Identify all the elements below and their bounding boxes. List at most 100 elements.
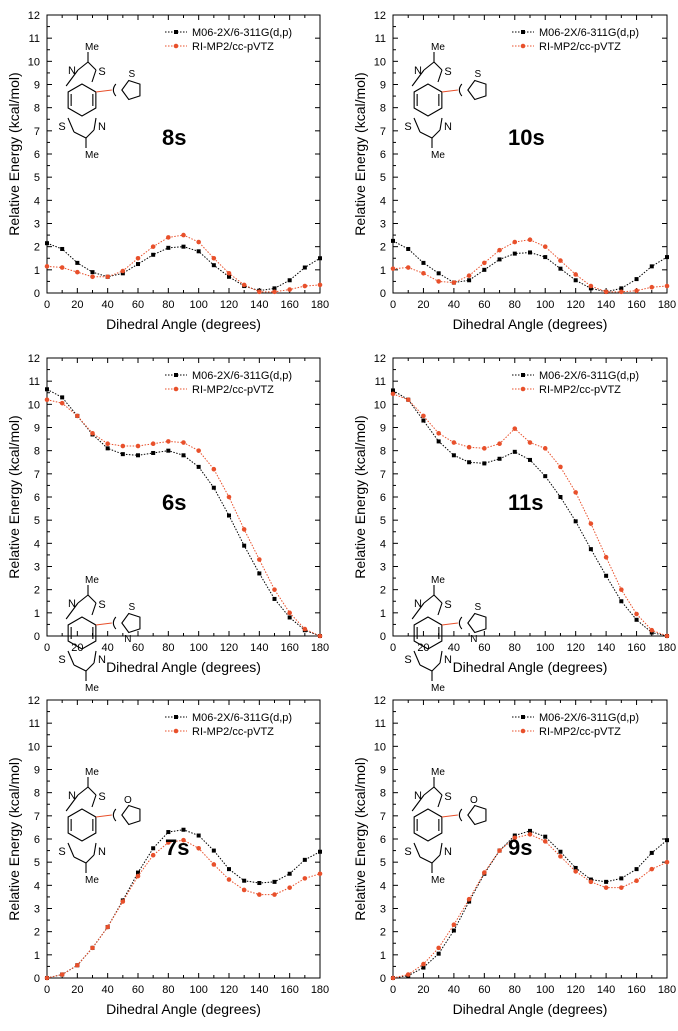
- data-point-mp2: [573, 869, 578, 874]
- data-point-m06: [211, 485, 216, 490]
- x-tick-label: 60: [478, 984, 490, 996]
- data-point-mp2: [196, 448, 201, 453]
- x-tick-label: 160: [280, 299, 298, 311]
- data-point-m06: [482, 461, 487, 466]
- data-point-m06: [543, 834, 548, 839]
- atom-label: N: [68, 65, 76, 77]
- bond: [419, 131, 433, 139]
- atom-label: O: [470, 795, 478, 806]
- atom-label: S: [444, 599, 451, 611]
- x-tick-label: 80: [162, 984, 174, 996]
- y-tick-label: 12: [374, 353, 386, 365]
- data-point-mp2: [241, 282, 247, 288]
- x-tick-label: 100: [189, 642, 207, 654]
- y-tick-label: 10: [28, 56, 40, 68]
- x-tick-label: 180: [658, 642, 676, 654]
- y-tick-label: 3: [34, 219, 40, 231]
- data-point-m06: [665, 838, 669, 843]
- data-point-m06: [436, 271, 441, 276]
- rotation-arrow: [458, 808, 463, 822]
- data-point-mp2: [512, 239, 518, 245]
- atom-label: N: [98, 121, 106, 133]
- x-tick-label: 100: [189, 299, 207, 311]
- data-point-m06: [619, 599, 624, 604]
- data-point-mp2: [497, 247, 502, 253]
- bond: [67, 842, 75, 858]
- benzene-ring: [413, 808, 443, 842]
- atom-label: S: [475, 69, 482, 80]
- legend-marker-circle: [173, 386, 179, 392]
- data-point-m06: [196, 249, 201, 254]
- bond: [431, 662, 441, 672]
- y-tick-label: 5: [34, 172, 40, 184]
- data-point-m06: [60, 395, 65, 400]
- data-point-m06: [287, 871, 292, 876]
- heteroaryl-ring: [467, 612, 487, 634]
- x-tick-label: 80: [162, 299, 174, 311]
- data-point-mp2: [211, 255, 217, 261]
- data-point-mp2: [527, 832, 533, 837]
- legend-entry: M06-2X/6-311G(d,p): [539, 712, 639, 724]
- atom-label: N: [414, 790, 422, 802]
- y-tick-label: 3: [380, 219, 386, 231]
- data-point-m06: [588, 877, 593, 882]
- y-tick-label: 4: [380, 195, 386, 207]
- data-point-m06: [573, 519, 578, 524]
- data-point-mp2: [44, 264, 50, 269]
- data-point-m06: [257, 881, 262, 886]
- data-point-m06: [436, 951, 441, 956]
- x-tick-label: 60: [132, 642, 144, 654]
- data-point-mp2: [135, 873, 141, 879]
- atom-label: Me: [85, 150, 99, 161]
- atom-label: S: [129, 602, 136, 613]
- y-tick-label: 5: [380, 857, 386, 869]
- data-point-mp2: [558, 258, 563, 263]
- data-point-m06: [136, 870, 140, 875]
- bond: [73, 131, 87, 139]
- legend-entry: RI-MP2/cc-pVTZ: [192, 384, 274, 396]
- y-tick-label: 11: [375, 33, 386, 45]
- x-tick-label: 180: [658, 299, 676, 311]
- data-point-m06: [467, 278, 472, 283]
- x-axis-label: Dihedral Angle (degrees): [453, 659, 608, 675]
- compound-label: 8s: [162, 125, 186, 150]
- y-tick-label: 1: [34, 950, 40, 962]
- data-point-mp2: [603, 554, 609, 560]
- x-tick-label: 140: [597, 642, 615, 654]
- legend-entry: RI-MP2/cc-pVTZ: [192, 41, 274, 53]
- bond: [411, 794, 425, 812]
- y-axis-label: Relative Energy (kcal/mol): [352, 415, 368, 578]
- y-tick-label: 7: [380, 469, 386, 481]
- bond: [77, 594, 89, 604]
- y-axis-label: Relative Energy (kcal/mol): [352, 757, 368, 920]
- data-point-mp2: [75, 269, 80, 275]
- bond: [65, 794, 79, 812]
- legend-marker-square: [174, 715, 178, 719]
- x-axis-label: Dihedral Angle (degrees): [453, 316, 608, 332]
- atom-label: S: [98, 66, 105, 78]
- data-point-mp2: [272, 587, 277, 592]
- data-point-mp2: [619, 587, 624, 592]
- data-point-mp2: [664, 283, 670, 289]
- data-point-mp2: [497, 848, 502, 853]
- y-tick-label: 6: [34, 834, 40, 846]
- data-point-mp2: [302, 876, 308, 881]
- bond: [93, 650, 97, 664]
- legend-entry: M06-2X/6-311G(d,p): [192, 370, 292, 382]
- data-point-mp2: [59, 400, 65, 406]
- data-point-m06: [257, 571, 262, 576]
- x-axis-label: Dihedral Angle (degrees): [453, 1001, 608, 1017]
- bond: [431, 854, 441, 864]
- y-tick-label: 3: [380, 562, 386, 574]
- data-point-mp2: [436, 279, 441, 284]
- data-point-m06: [242, 878, 247, 883]
- y-tick-label: 2: [380, 242, 386, 254]
- data-point-m06: [497, 257, 502, 262]
- data-point-mp2: [90, 430, 95, 436]
- data-point-m06: [543, 474, 548, 479]
- data-point-mp2: [527, 237, 533, 243]
- data-point-mp2: [196, 239, 201, 245]
